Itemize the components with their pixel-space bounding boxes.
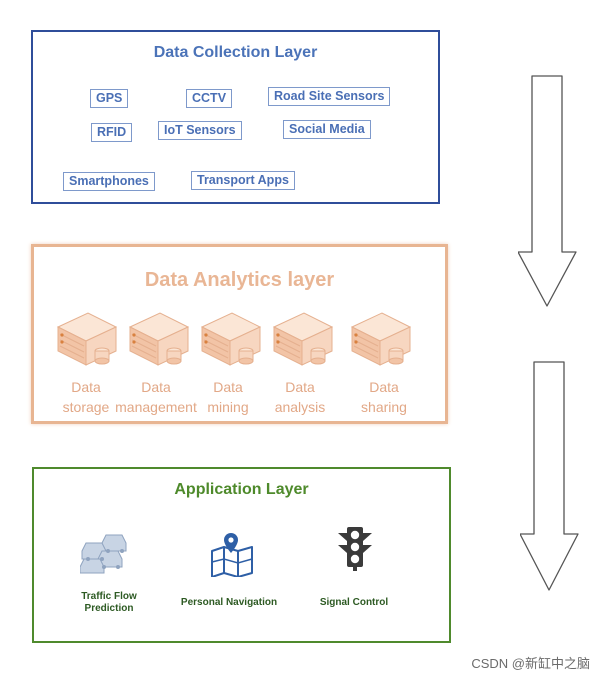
server-icon [200,312,262,366]
watermark: CSDN @新缸中之脑 [471,656,590,671]
source-social-media: Social Media [283,120,371,139]
data-analytics-layer: Data Analytics layer [31,244,448,424]
server-icon [272,312,334,366]
source-cctv: CCTV [186,89,233,108]
source-rfid: RFID [91,123,133,142]
application-layer: Application Layer Traffic Flow Pre [32,467,451,643]
server-icon [56,312,118,366]
traffic-cars-icon [80,534,127,574]
data-collection-title: Data Collection Layer [153,44,318,61]
app-item-traffic-flow: Traffic Flow Prediction [81,591,137,614]
server-icon [128,312,190,366]
source-road-site-sensors: Road Site Sensors [268,87,391,106]
data-analytics-title: Data Analytics layer [144,269,335,291]
down-arrow-icon [520,361,579,591]
map-pin-icon [211,533,253,577]
source-iot-sensors: IoT Sensors [158,121,242,140]
source-transport-apps: Transport Apps [191,171,295,190]
traffic-light-icon [338,527,372,571]
data-collection-layer: Data Collection Layer GPS CCTV Road Site… [31,30,440,204]
source-smartphones: Smartphones [63,172,155,191]
server-icon [350,312,412,366]
down-arrow-icon [518,75,577,307]
source-gps: GPS [90,89,129,108]
app-item-signal-control: Signal Control [319,597,389,608]
application-title: Application Layer [174,481,309,498]
app-item-personal-navigation: Personal Navigation [180,597,278,608]
